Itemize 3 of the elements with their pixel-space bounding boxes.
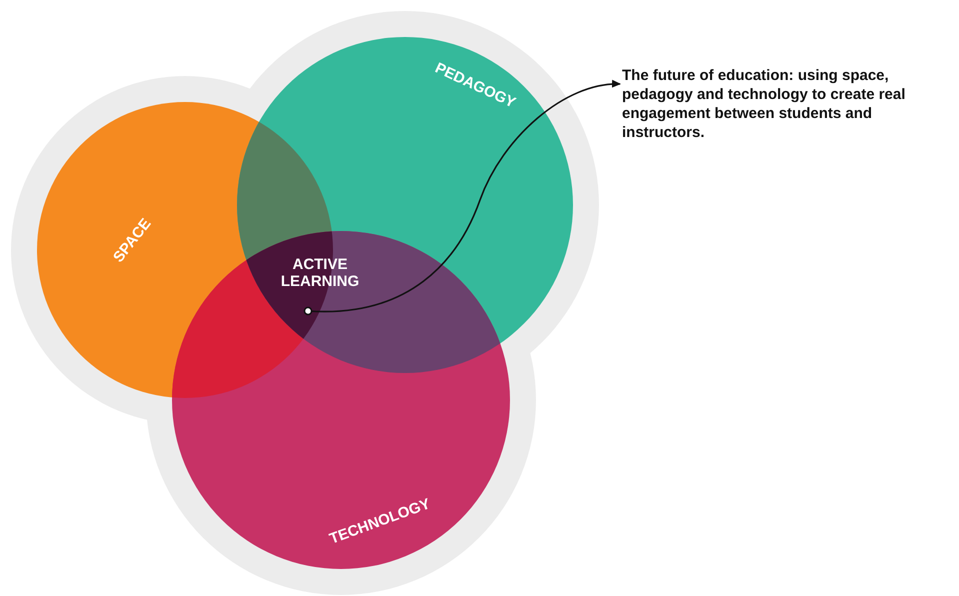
caption-text: The future of education: using space, pedagogy and technology to create real engagement between students and instructors. [622, 66, 906, 142]
center-label: ACTIVE LEARNING [280, 256, 360, 290]
leader-arrow [304, 80, 621, 316]
